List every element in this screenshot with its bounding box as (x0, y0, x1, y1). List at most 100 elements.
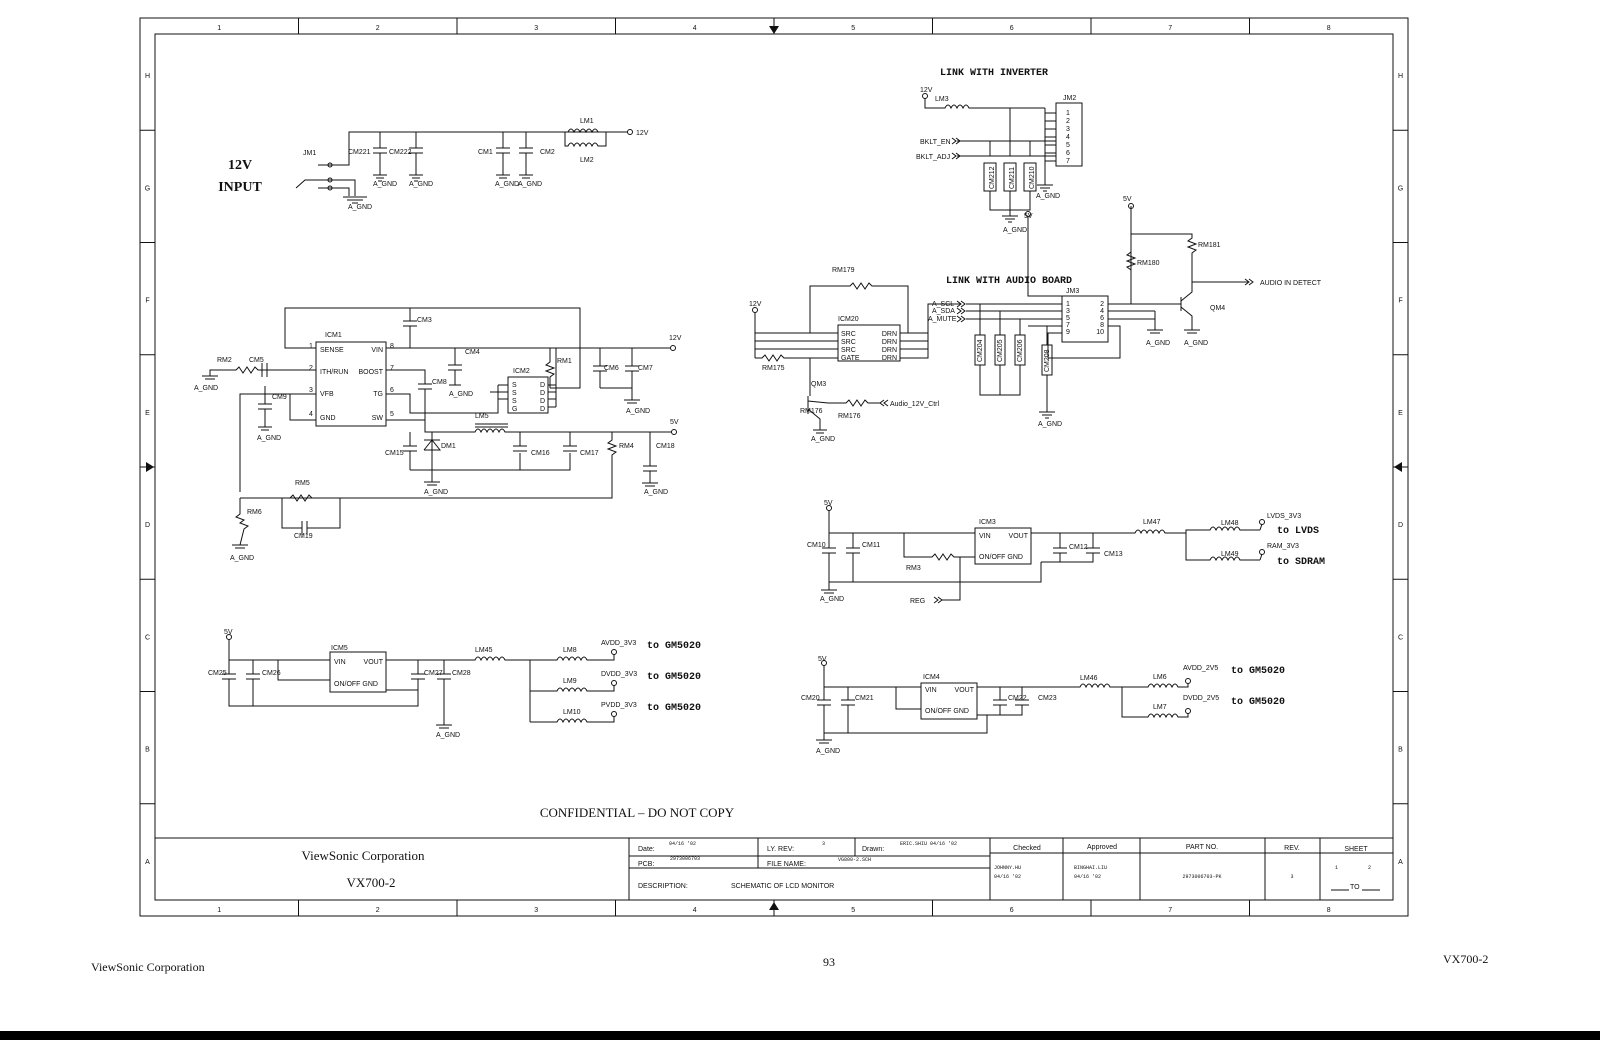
svg-text:DVDD_2V5: DVDD_2V5 (1183, 695, 1219, 702)
grid-row-right-G: G (1398, 185, 1403, 192)
svg-text:REV.: REV. (1284, 845, 1300, 852)
svg-text:ERIC.SHIU 04/16 '02: ERIC.SHIU 04/16 '02 (900, 841, 957, 847)
svg-text:CM222: CM222 (389, 149, 412, 156)
grid-col-top-5: 5 (851, 25, 855, 32)
icm2 (507, 376, 549, 414)
power-input-title-2: INPUT (218, 180, 262, 195)
grid-row-right-C: C (1398, 634, 1403, 641)
svg-text:RAM_3V3: RAM_3V3 (1267, 543, 1299, 550)
grid-row-left-B: B (145, 747, 150, 754)
svg-text:5: 5 (390, 411, 394, 418)
svg-text:LM10: LM10 (563, 709, 581, 716)
svg-text:A_GND: A_GND (811, 436, 835, 443)
svg-text:BKLT_EN: BKLT_EN (920, 139, 951, 146)
svg-text:ICM4: ICM4 (923, 674, 940, 681)
svg-text:LM49: LM49 (1221, 551, 1239, 558)
grid-row-left-E: E (145, 410, 150, 417)
svg-text:Drawn:: Drawn: (862, 846, 884, 853)
svg-text:2: 2 (309, 365, 313, 372)
svg-text:2: 2 (1368, 865, 1371, 871)
svg-text:CM212: CM212 (989, 166, 996, 189)
grid-col-top-7: 7 (1168, 25, 1172, 32)
jm3-pin: 6 (1100, 315, 1104, 322)
svg-text:AUDIO IN DETECT: AUDIO IN DETECT (1260, 280, 1322, 287)
svg-text:A_GND: A_GND (644, 489, 668, 496)
svg-text:LM8: LM8 (563, 647, 577, 654)
jm2-pin: 1 (1066, 110, 1070, 117)
svg-text:3: 3 (822, 841, 825, 847)
svg-text:ON/OFF GND: ON/OFF GND (334, 681, 378, 688)
svg-text:5V: 5V (1024, 213, 1033, 220)
grid-row-right-D: D (1398, 522, 1403, 529)
svg-text:A_GND: A_GND (230, 555, 254, 562)
jm3-pin: 1 (1066, 301, 1070, 308)
title-block: ViewSonic Corporation VX700-2 Date: 04/1… (155, 837, 1393, 900)
svg-text:CM3: CM3 (417, 317, 432, 324)
svg-text:RM179: RM179 (832, 267, 855, 274)
svg-text:A_GND: A_GND (409, 181, 433, 188)
svg-text:Approved: Approved (1087, 844, 1117, 851)
svg-text:PCB:: PCB: (638, 861, 654, 868)
svg-text:5V: 5V (824, 500, 833, 507)
svg-text:A_MUTE: A_MUTE (928, 316, 957, 323)
svg-text:CM17: CM17 (580, 450, 599, 457)
jm2-pin: 4 (1066, 134, 1070, 141)
svg-text:RM3: RM3 (906, 565, 921, 572)
svg-text:VIN: VIN (979, 533, 991, 540)
svg-text:6: 6 (390, 387, 394, 394)
svg-text:12V: 12V (749, 301, 762, 308)
svg-text:DRN: DRN (882, 331, 897, 338)
grid-row-left-G: G (145, 185, 150, 192)
svg-text:QM3: QM3 (811, 381, 826, 388)
svg-text:A_SDA: A_SDA (932, 308, 955, 315)
svg-text:A_GND: A_GND (373, 181, 397, 188)
svg-text:A_GND: A_GND (1184, 340, 1208, 347)
svg-text:LY. REV:: LY. REV: (767, 846, 794, 853)
svg-text:SRC: SRC (841, 339, 856, 346)
svg-text:to GM5020: to GM5020 (647, 641, 701, 652)
icm5 (329, 651, 387, 693)
svg-text:RM1: RM1 (557, 358, 572, 365)
svg-text:LM46: LM46 (1080, 675, 1098, 682)
svg-text:5V: 5V (224, 629, 233, 636)
svg-text:TO: TO (1350, 884, 1360, 891)
svg-text:DRN: DRN (882, 355, 897, 362)
svg-text:G: G (512, 406, 517, 413)
svg-text:LM45: LM45 (475, 647, 493, 654)
svg-text:to GM5020: to GM5020 (1231, 666, 1285, 677)
svg-text:A_GND: A_GND (449, 391, 473, 398)
icm1 (315, 341, 387, 427)
svg-text:CM28: CM28 (452, 670, 471, 677)
jm3-pin: 8 (1100, 322, 1104, 329)
svg-text:CM11: CM11 (862, 542, 880, 549)
svg-text:GATE: GATE (841, 355, 860, 362)
svg-text:CM9: CM9 (272, 394, 287, 401)
svg-text:S: S (512, 382, 517, 389)
svg-text:RM181: RM181 (1198, 242, 1221, 249)
jm2-pin: 7 (1066, 158, 1070, 165)
jm3-pin: 2 (1100, 301, 1104, 308)
svg-text:VG800-2.SCH: VG800-2.SCH (838, 857, 871, 863)
scan-bottom-bar (0, 1031, 1600, 1040)
svg-text:RM180: RM180 (1137, 260, 1160, 267)
jm3-pin: 4 (1100, 308, 1104, 315)
svg-text:LM9: LM9 (563, 678, 577, 685)
footer-left: ViewSonic Corporation (91, 960, 205, 974)
svg-text:D: D (540, 406, 545, 413)
svg-text:8: 8 (390, 343, 394, 350)
svg-text:DRN: DRN (882, 347, 897, 354)
svg-text:to GM5020: to GM5020 (647, 672, 701, 683)
svg-text:S: S (512, 398, 517, 405)
svg-text:5V: 5V (670, 419, 679, 426)
svg-text:to GM5020: to GM5020 (1231, 697, 1285, 708)
svg-text:CM20: CM20 (801, 695, 820, 702)
svg-text:LVDS_3V3: LVDS_3V3 (1267, 513, 1301, 520)
svg-text:A_GND: A_GND (816, 748, 840, 755)
svg-text:A_GND: A_GND (495, 181, 519, 188)
svg-text:CM211: CM211 (1009, 167, 1016, 189)
svg-text:DM1: DM1 (441, 443, 456, 450)
svg-text:RM176: RM176 (800, 408, 823, 415)
svg-text:CM15: CM15 (385, 450, 404, 457)
grid-row-left-A: A (145, 859, 150, 866)
